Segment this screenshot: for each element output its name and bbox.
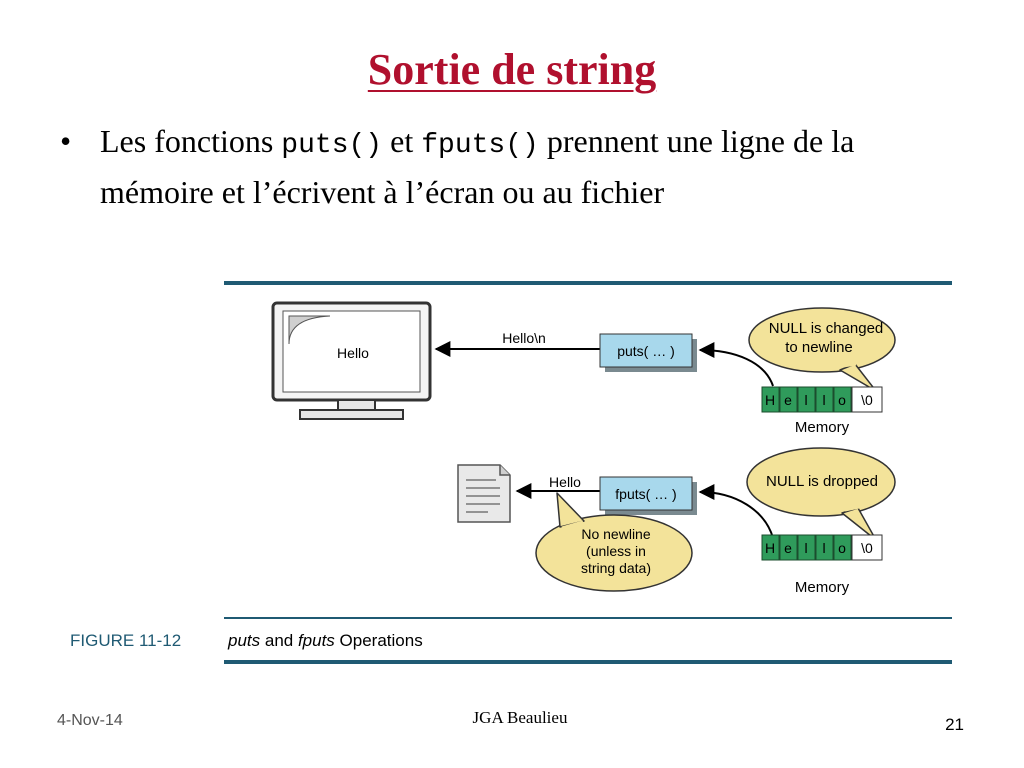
bubble-top-line1: NULL is changed <box>769 320 884 337</box>
memory-row-bottom <box>761 534 883 561</box>
memory-cell: \0 <box>861 540 873 556</box>
figure-top-rule <box>224 281 952 285</box>
arrow-bottom-label: Hello <box>549 474 581 490</box>
bubble-top-line2: to newline <box>785 339 853 356</box>
fputs-box <box>599 476 697 515</box>
memory-cell: l <box>822 540 825 556</box>
memory-row-top <box>761 386 883 413</box>
arrow-memory-to-fputs <box>698 484 774 539</box>
caption-bottom-rule <box>224 660 952 664</box>
memory-cell: l <box>804 392 807 408</box>
memory-cell: H <box>765 392 775 408</box>
memory-cell: o <box>838 540 846 556</box>
footer-author: JGA Beaulieu <box>472 708 568 727</box>
caption-italic-puts: puts <box>227 631 261 650</box>
bullet-text: Les fonctions puts() et fputs() prennent… <box>100 118 960 215</box>
memory-label-top: Memory <box>795 419 850 436</box>
code-puts: puts() <box>281 130 383 161</box>
slide-title: Sortie de string <box>367 45 657 94</box>
bubble-bottom-left-line2: (unless in <box>586 543 646 559</box>
speech-bubble-top <box>748 307 896 392</box>
caption-rest: Operations <box>335 631 423 650</box>
puts-box-label: puts( … ) <box>617 343 675 359</box>
bubble-bottom-right-text: NULL is dropped <box>766 473 878 490</box>
memory-cell: l <box>804 540 807 556</box>
memory-cell: e <box>784 392 792 408</box>
caption-top-rule <box>224 617 952 619</box>
caption-italic-fputs: fputs <box>298 631 335 650</box>
footer-date: 4-Nov-14 <box>57 712 123 729</box>
bubble-bottom-left-line3: string data) <box>581 560 651 576</box>
memory-cell: e <box>784 540 792 556</box>
bullet-text-part2: et <box>382 123 422 159</box>
bullet-text-part1: Les fonctions <box>100 123 282 159</box>
caption-mid: and <box>260 631 298 650</box>
bullet-text-part3: prennent une ligne de la mémoire et l’éc… <box>100 123 855 210</box>
figure-caption-text: puts and fputs Operations <box>227 631 423 650</box>
document-icon <box>457 464 511 523</box>
arrow-top-label: Hello\n <box>502 330 546 346</box>
code-fputs: fputs() <box>421 130 539 161</box>
memory-cell: H <box>765 540 775 556</box>
fputs-box-label: fputs( … ) <box>615 486 676 502</box>
bullet-marker: • <box>60 123 72 159</box>
monitor-text: Hello <box>337 345 369 361</box>
memory-cell: l <box>822 392 825 408</box>
puts-box <box>599 333 697 372</box>
bubble-bottom-left-line1: No newline <box>581 526 650 542</box>
arrow-memory-to-puts <box>698 342 774 387</box>
figure-caption-label: FIGURE 11-12 <box>70 631 181 650</box>
speech-bubble-bottom-right <box>746 447 896 541</box>
memory-label-bottom: Memory <box>795 579 850 596</box>
speech-bubble-bottom-left <box>535 492 693 592</box>
memory-cell: o <box>838 392 846 408</box>
monitor-icon <box>271 301 432 420</box>
memory-cell: \0 <box>861 392 873 408</box>
footer-page-number: 21 <box>945 715 964 734</box>
